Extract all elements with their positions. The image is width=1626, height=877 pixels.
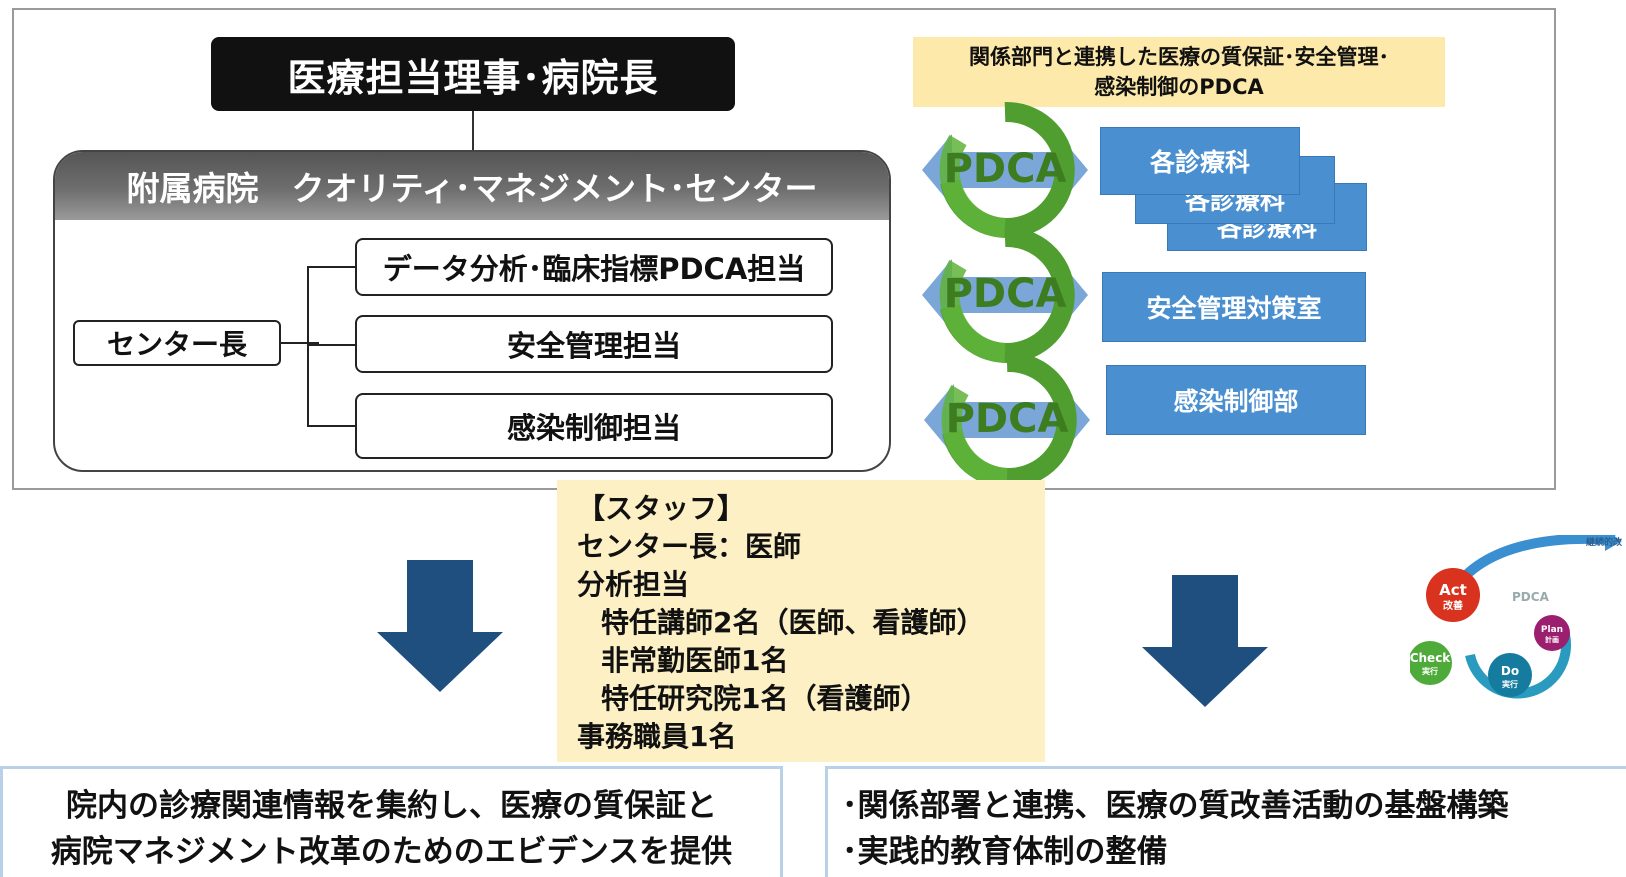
do-label: Do [1501, 664, 1519, 678]
double-arrow-icon [924, 384, 1090, 456]
dept-box-safety-office: 安全管理対策室 [1102, 272, 1366, 342]
role-label: 安全管理担当 [506, 329, 681, 363]
connector-line [281, 342, 319, 344]
director-label: 医療担当理事･病院長 [287, 55, 659, 100]
double-arrow-icon [922, 259, 1088, 331]
plan-label: Plan [1541, 625, 1563, 635]
improve-label: 継続的改善 [1586, 536, 1622, 548]
qmc-header-label: 附属病院 クオリティ･マネジメント･センター [126, 169, 818, 208]
staff-box: 【スタッフ】 センター長：医師 分析担当 特任講師2名（医師、看護師） 非常勤医… [557, 480, 1045, 762]
check-sub: 実行 [1422, 666, 1438, 676]
center-head-label: センター長 [106, 328, 247, 361]
outcome-box-left: 院内の診療関連情報を集約し、医療の質保証と 病院マネジメント改革のためのエビデン… [0, 766, 783, 877]
down-arrow-icon [1140, 575, 1270, 739]
outcome-line: ･関係部署と連携、医療の質改善活動の基盤構築 [842, 788, 1509, 824]
qmc-header: 附属病院 クオリティ･マネジメント･センター [55, 152, 889, 220]
pdca-title-line1: 関係部門と連携した医療の質保証･安全管理･ [969, 45, 1389, 69]
act-label: Act [1439, 581, 1467, 599]
dept-label: 各診療科 [1149, 148, 1250, 177]
pdca-text: PDCA [944, 146, 1067, 192]
double-arrow-icon [922, 134, 1088, 206]
connector-line [472, 111, 474, 153]
pdca-label: PDCA [1512, 590, 1550, 604]
act-circle [1426, 568, 1480, 622]
connector-line [307, 344, 355, 346]
outcome-line: 院内の診療関連情報を集約し、医療の質保証と [66, 788, 717, 824]
dept-label: 安全管理対策室 [1146, 294, 1322, 323]
pdca-text: PDCA [946, 396, 1069, 442]
connector-line [307, 266, 355, 268]
outcome-box-right: ･関係部署と連携、医療の質改善活動の基盤構築 ･実践的教育体制の整備 [825, 766, 1626, 877]
pdca-cycle-icon: PDCA [920, 100, 1090, 240]
connector-line [307, 425, 355, 427]
role-label: データ分析･臨床指標PDCA担当 [382, 252, 806, 286]
staff-line: 分析担当 [577, 568, 690, 601]
role-box-infection: 感染制御担当 [355, 393, 833, 459]
down-arrow-icon [375, 560, 505, 724]
pdca-cycle-icon: PDCA [920, 225, 1090, 365]
connector-line [307, 266, 309, 426]
plan-circle [1534, 615, 1570, 651]
check-label: Check [1410, 651, 1451, 665]
pdca-panel-title: 関係部門と連携した医療の質保証･安全管理･ 感染制御のPDCA [913, 37, 1445, 107]
dept-box-infection-control: 感染制御部 [1106, 365, 1366, 435]
pdca-title-line2: 感染制御のPDCA [1094, 75, 1264, 99]
staff-line: 事務職員1名 [577, 720, 737, 753]
center-head-box: センター長 [73, 320, 281, 366]
dept-box-clinical-1: 各診療科 [1100, 127, 1300, 195]
staff-line: 非常勤医師1名 [601, 644, 789, 677]
outcome-line: 病院マネジメント改革のためのエビデンスを提供 [50, 834, 733, 870]
staff-line: 【スタッフ】 [577, 492, 746, 525]
role-box-safety: 安全管理担当 [355, 315, 833, 373]
do-sub: 実行 [1502, 679, 1518, 689]
dept-label: 感染制御部 [1173, 387, 1299, 416]
staff-line: 特任講師2名（医師、看護師） [601, 606, 985, 639]
role-label: 感染制御担当 [506, 411, 681, 445]
director-box: 医療担当理事･病院長 [211, 37, 735, 111]
role-box-data-analysis: データ分析･臨床指標PDCA担当 [355, 238, 833, 296]
pdca-cycle-icon: PDCA [922, 350, 1092, 490]
check-circle [1408, 641, 1452, 685]
staff-line: センター長：医師 [577, 530, 802, 563]
act-sub: 改善 [1443, 599, 1463, 612]
do-circle [1488, 653, 1532, 697]
staff-line: 特任研究院1名（看護師） [601, 682, 929, 715]
pdca-improvement-graphic: 継続的改善 Act 改善 PDCA Plan 計画 Do 実行 Check 実行 [1408, 531, 1626, 705]
outcome-line: ･実践的教育体制の整備 [842, 834, 1168, 870]
pdca-text: PDCA [944, 271, 1067, 317]
plan-sub: 計画 [1545, 635, 1559, 644]
